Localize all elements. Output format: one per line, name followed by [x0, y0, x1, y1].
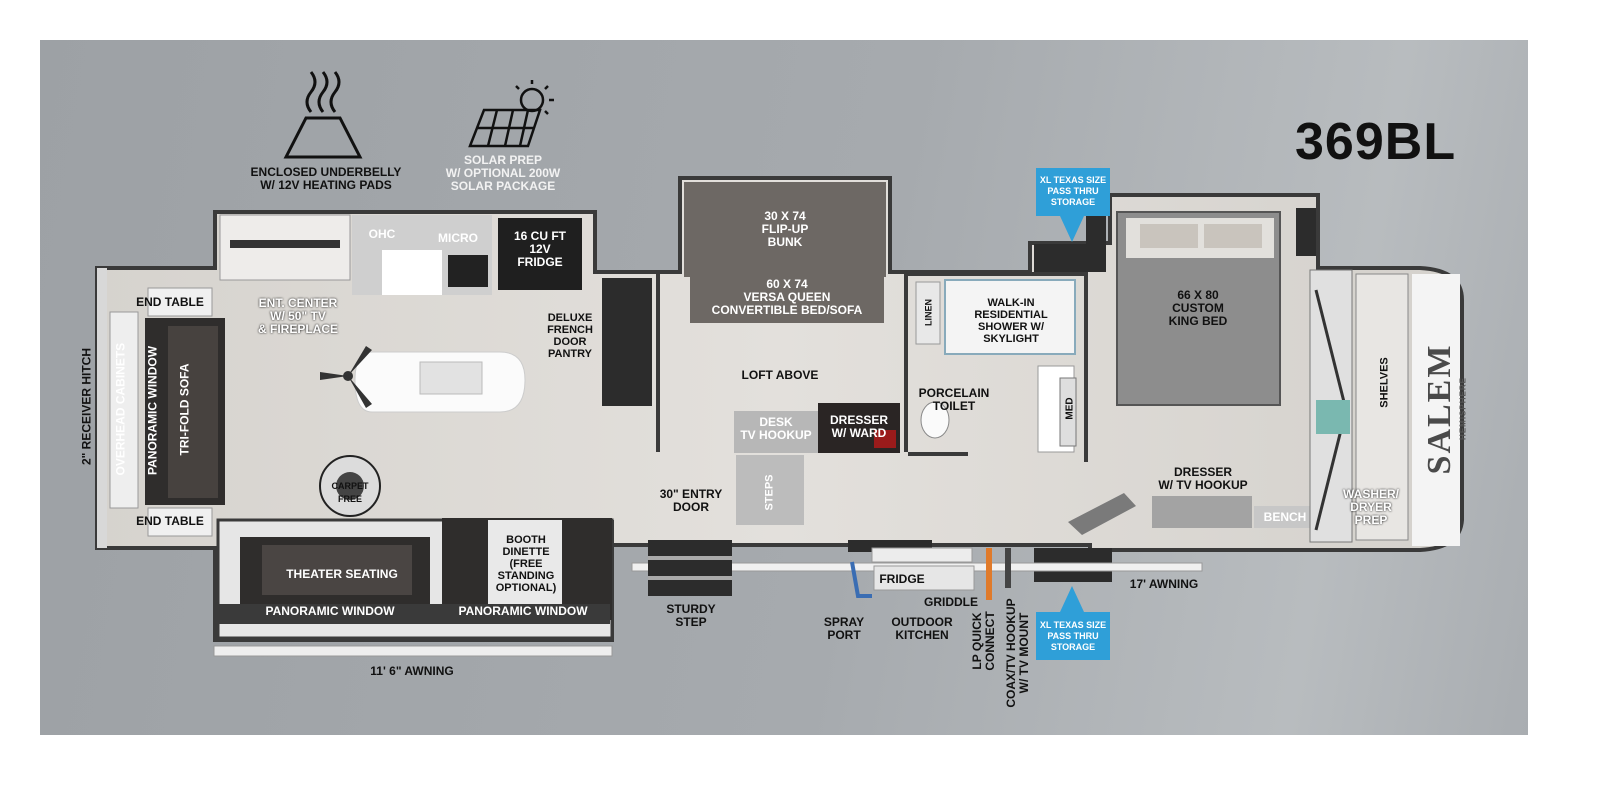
king-bed-label: 66 X 80 CUSTOM KING BED: [1168, 288, 1228, 328]
theater-seating-label: THEATER SEATING: [286, 567, 398, 581]
porcelain-toilet-label: PORCELAIN TOILET: [918, 386, 990, 413]
loft-above-label: LOFT ABOVE: [741, 368, 819, 382]
end-table-top-label: END TABLE: [136, 295, 204, 309]
ceiling-fan: [320, 346, 372, 408]
linen-label: LINEN: [923, 299, 934, 326]
tri-fold-sofa-label: TRI-FOLD SOFA: [177, 363, 192, 456]
carpet-free-label: CARPET FREE: [331, 481, 369, 504]
sturdy-step-label: STURDY STEP: [666, 602, 716, 629]
sturdy-step: [648, 540, 732, 596]
panoramic-window-2-label: PANORAMIC WINDOW: [458, 604, 588, 618]
pantry-label: DELUXE FRENCH DOOR PANTRY: [547, 312, 593, 360]
panoramic-window-1-label: PANORAMIC WINDOW: [265, 604, 395, 618]
coax-tv-hookup-label: COAX/TV HOOKUP W/ TV MOUNT: [1004, 598, 1031, 708]
storage-bottom-label: XL TEXAS SIZE PASS THRU STORAGE: [1039, 620, 1107, 652]
shelves: [1355, 273, 1409, 541]
model-number: 369BL: [1295, 113, 1457, 171]
fridge-label: 16 CU FT 12V FRIDGE: [513, 229, 566, 269]
shelves-label: SHELVES: [1378, 357, 1391, 408]
fridge: [498, 218, 582, 290]
micro-label: MICRO: [438, 231, 478, 245]
spray-port-label: SPRAY PORT: [823, 615, 865, 642]
storage-arrow-bottom: [1036, 586, 1110, 660]
heat-icon: [283, 71, 363, 159]
washer-dryer-label: WASHER/ DRYER PREP: [1342, 487, 1399, 527]
dresser-tv-label: DRESSER W/ TV HOOKUP: [1158, 465, 1248, 492]
salem-logo: SALEM: [1421, 343, 1458, 475]
storage-arrow-top: [1036, 168, 1110, 242]
overhead-cabinets-label: OVERHEAD CABINETS: [113, 342, 128, 476]
storage-top-label: XL TEXAS SIZE PASS THRU STORAGE: [1039, 175, 1107, 207]
panoramic-window-left-label: PANORAMIC WINDOW: [145, 345, 160, 476]
booth-dinette-label: BOOTH DINETTE (FREE STANDING OPTIONAL): [495, 534, 557, 594]
pantry: [602, 278, 652, 406]
toilet: [920, 401, 950, 439]
lp-quick-connect-label: LP QUICK CONNECT: [970, 611, 997, 671]
shower: [944, 279, 1076, 355]
rear-awning-label: 17' AWNING: [1129, 577, 1199, 591]
dresser-ward-label: DRESSER W/ WARD: [829, 413, 888, 440]
underbelly-label: ENCLOSED UNDERBELLY W/ 12V HEATING PADS: [250, 165, 402, 192]
ohc-label: OHC: [368, 227, 396, 241]
desk-label: DESK TV HOOKUP: [740, 415, 812, 442]
steps-label: STEPS: [763, 474, 776, 511]
solar-label: SOLAR PREP W/ OPTIONAL 200W SOLAR PACKAG…: [445, 153, 561, 193]
griddle-label: GRIDDLE: [924, 595, 978, 609]
versa-queen-label: 60 X 74 VERSA QUEEN CONVERTIBLE BED/SOFA: [711, 277, 863, 317]
solar-panel-icon: [468, 80, 554, 148]
ent-center-label: ENT. CENTER W/ 50" TV & FIREPLACE: [257, 296, 338, 336]
outdoor-kitchen-label: OUTDOOR KITCHEN: [891, 615, 953, 642]
receiver-hitch-label: 2" RECEIVER HITCH: [79, 347, 94, 466]
flip-up-bunk: [684, 182, 886, 277]
entry-door-label: 30" ENTRY DOOR: [659, 487, 723, 514]
outdoor-fridge: [873, 565, 975, 591]
bunk-label: 30 X 74 FLIP-UP BUNK: [761, 209, 809, 249]
front-awning-label: 11' 6" AWNING: [370, 664, 454, 678]
versa-queen-sofa: [690, 275, 884, 323]
shower-label: WALK-IN RESIDENTIAL SHOWER W/ SKYLIGHT: [974, 297, 1048, 345]
front-awning: [213, 645, 613, 657]
end-table-bottom-label: END TABLE: [136, 514, 204, 528]
hemisphere-logo: HEMISPHERE: [1458, 377, 1468, 440]
outdoor-fridge-label: FRIDGE: [879, 572, 925, 586]
med-label: MED: [1064, 397, 1076, 420]
dresser: [1152, 496, 1252, 528]
linen-closet: [915, 281, 941, 345]
bench-label: BENCH: [1263, 510, 1307, 524]
